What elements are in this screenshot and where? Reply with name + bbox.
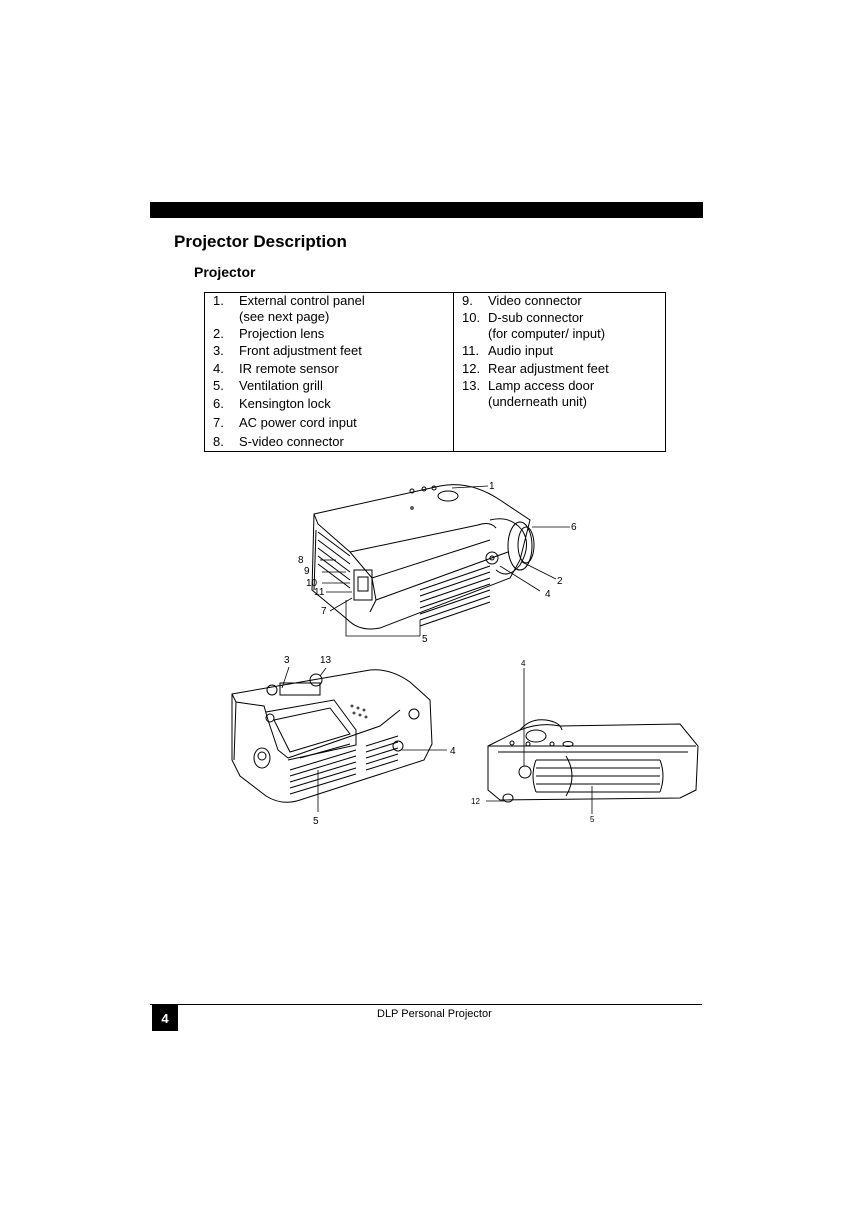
legend-item-text: Rear adjustment feet: [488, 361, 609, 376]
callout-label: 4: [450, 746, 456, 757]
bottom-left-callout-lines: [281, 666, 447, 812]
legend-item-text: (for computer/ input): [488, 326, 606, 341]
parts-legend-table: 1. External control panel (see next page…: [204, 292, 666, 452]
callout-label: 5: [422, 634, 428, 645]
legend-item-text: (see next page): [239, 309, 330, 324]
legend-item-text: IR remote sensor: [239, 361, 339, 376]
page-number: 4: [152, 1005, 178, 1031]
legend-item-number: 13.: [462, 378, 481, 393]
legend-item-text: External control panel: [239, 293, 365, 308]
legend-item-text: S-video connector: [239, 434, 344, 449]
projector-top-view-drawing: [311, 484, 535, 630]
callout-label: 2: [557, 576, 563, 587]
footer-rule: [150, 1004, 702, 1005]
legend-right-column: 9. Video connector 10. D-sub connector (…: [454, 293, 665, 451]
legend-item-text: Lamp access door: [488, 378, 595, 393]
legend-item-number: 4.: [213, 361, 224, 376]
legend-item-number: 9.: [462, 293, 473, 308]
callout-label: 4: [545, 589, 551, 600]
legend-item-text: Video connector: [488, 293, 582, 308]
legend-item-number: 11.: [462, 343, 480, 358]
bottom-left-callout-labels: 3 13 4 5: [284, 655, 456, 827]
callout-label: 5: [590, 815, 595, 824]
callout-label: 5: [313, 816, 319, 827]
legend-item-text: Audio input: [488, 343, 554, 358]
legend-item-number: 2.: [213, 326, 224, 341]
section-title: Projector: [194, 264, 256, 280]
callout-label: 9: [304, 566, 310, 577]
legend-item-text: Front adjustment feet: [239, 343, 362, 358]
callout-label: 7: [321, 606, 327, 617]
legend-item-number: 12.: [462, 361, 481, 376]
callout-label: 6: [571, 522, 577, 533]
legend-item-number: 6.: [213, 396, 224, 411]
callout-label: 13: [320, 655, 332, 666]
header-bar: [150, 202, 703, 218]
legend-item-text: Kensington lock: [239, 396, 331, 411]
projector-front-view-drawing: [487, 719, 699, 803]
legend-item-text: (underneath unit): [488, 394, 588, 409]
legend-item-text: Projection lens: [239, 326, 325, 341]
legend-item-text: AC power cord input: [239, 415, 357, 430]
bottom-right-callout-labels: 4 12 5: [471, 659, 595, 824]
callout-label: 8: [298, 555, 304, 566]
callout-label: 3: [284, 655, 290, 666]
callout-label: 4: [521, 659, 526, 668]
footer-title: DLP Personal Projector: [377, 1008, 492, 1020]
legend-item-number: 10.: [462, 310, 481, 325]
page-title: Projector Description: [174, 232, 347, 251]
top-view-callout-labels: 1 6 8 9 10 11 7 2 4 5: [298, 481, 577, 645]
legend-item-number: 3.: [213, 343, 224, 358]
projector-bottom-view-drawing: [231, 669, 433, 803]
legend-left-column: 1. External control panel (see next page…: [205, 293, 454, 451]
top-view-callout-lines: [320, 485, 570, 637]
legend-item-number: 5.: [213, 378, 224, 393]
legend-item-number: 1.: [213, 293, 224, 308]
legend-item-text: Ventilation grill: [239, 378, 323, 393]
callout-label: 1: [489, 481, 495, 492]
callout-label: 12: [471, 797, 480, 806]
callout-label: 11: [314, 587, 325, 598]
legend-item-text: D-sub connector: [488, 310, 584, 325]
legend-item-number: 8.: [213, 434, 224, 449]
callout-label: 10: [306, 578, 318, 589]
legend-item-number: 7.: [213, 415, 224, 430]
bottom-right-callout-lines: [486, 668, 593, 814]
